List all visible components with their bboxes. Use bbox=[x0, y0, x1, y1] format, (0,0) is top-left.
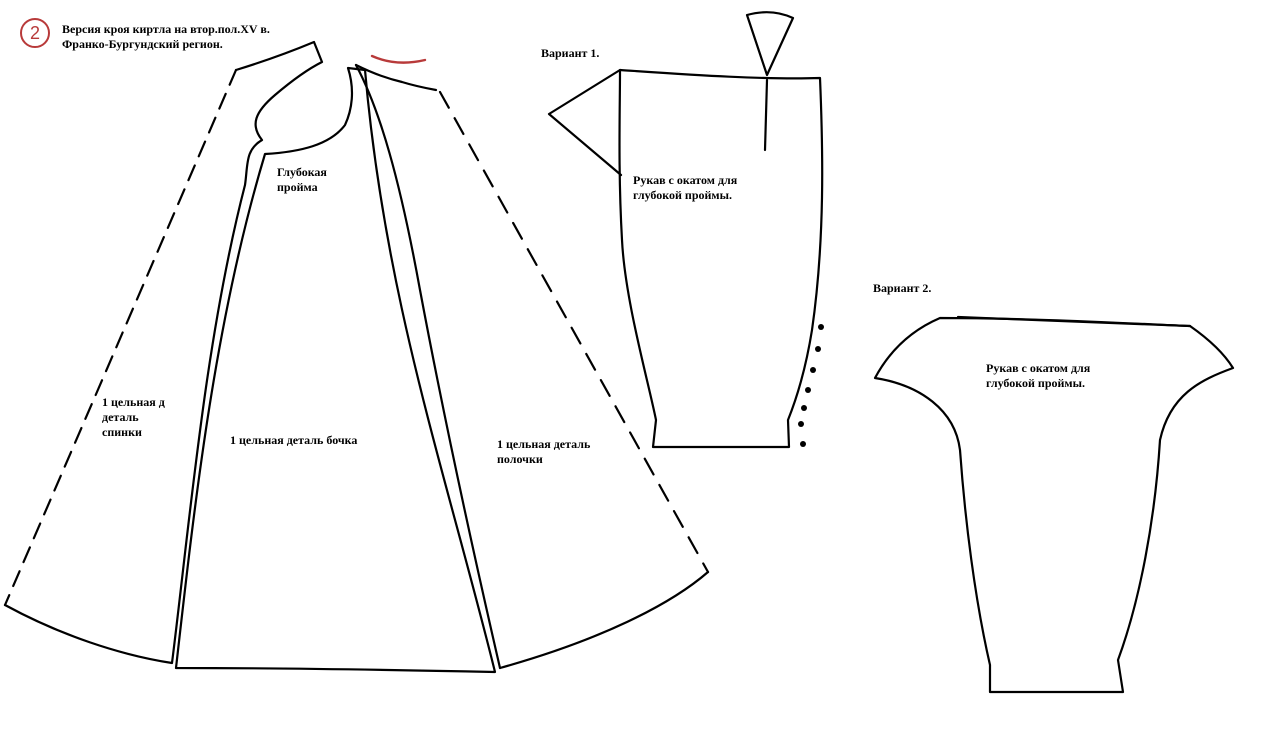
neckline-red-mark bbox=[370, 54, 427, 64]
title-line-1: Версия кроя киртла на втор.пол.XV в. bbox=[62, 22, 270, 36]
back-label-line-2: деталь bbox=[102, 410, 139, 424]
front-piece-neck bbox=[354, 63, 438, 92]
variant1-sleeve bbox=[547, 11, 824, 449]
back-piece-outline bbox=[3, 40, 324, 665]
variant1-buttons bbox=[798, 324, 824, 447]
title-line-2: Франко-Бургундский регион. bbox=[62, 37, 223, 51]
variant2-seam-line bbox=[956, 315, 1192, 328]
page-number-badge: 2 bbox=[20, 18, 50, 48]
front-label-line-2: полочки bbox=[497, 452, 543, 466]
variant1-note-line-2: глубокой проймы. bbox=[633, 188, 732, 202]
side-label: 1 цельная деталь бочка bbox=[230, 433, 358, 447]
variant2-note-line-1: Рукав с окатом для bbox=[986, 361, 1091, 375]
variant1-note-line-1: Рукав с окатом для bbox=[633, 173, 738, 187]
variant2-note-line-2: глубокой проймы. bbox=[986, 376, 1085, 390]
armhole-label-line-1: Глубокая bbox=[277, 165, 327, 179]
front-piece bbox=[354, 60, 710, 670]
variant1-gusset bbox=[745, 11, 795, 77]
back-label-line-3: спинки bbox=[102, 425, 142, 439]
front-piece-hem bbox=[498, 570, 710, 670]
front-piece-seam bbox=[354, 63, 502, 670]
side-piece bbox=[174, 66, 497, 674]
variant1-heading: Вариант 1. bbox=[541, 46, 600, 60]
side-piece-outline bbox=[174, 66, 497, 674]
front-piece-outline bbox=[356, 60, 708, 668]
back-piece bbox=[3, 40, 324, 665]
variant2-sleeve bbox=[873, 315, 1235, 694]
variant1-sleeve-outline bbox=[618, 68, 824, 449]
back-label-line-1: 1 цельная д bbox=[102, 395, 165, 409]
variant1-slit-line bbox=[763, 78, 769, 152]
front-piece-dashed-edge bbox=[438, 90, 710, 574]
front-label-line-1: 1 цельная деталь bbox=[497, 437, 591, 451]
back-piece-dashed-edge bbox=[3, 68, 238, 607]
armhole-label-line-2: пройма bbox=[277, 180, 318, 194]
variant1-cap-flap bbox=[547, 68, 623, 177]
variant2-heading: Вариант 2. bbox=[873, 281, 932, 295]
